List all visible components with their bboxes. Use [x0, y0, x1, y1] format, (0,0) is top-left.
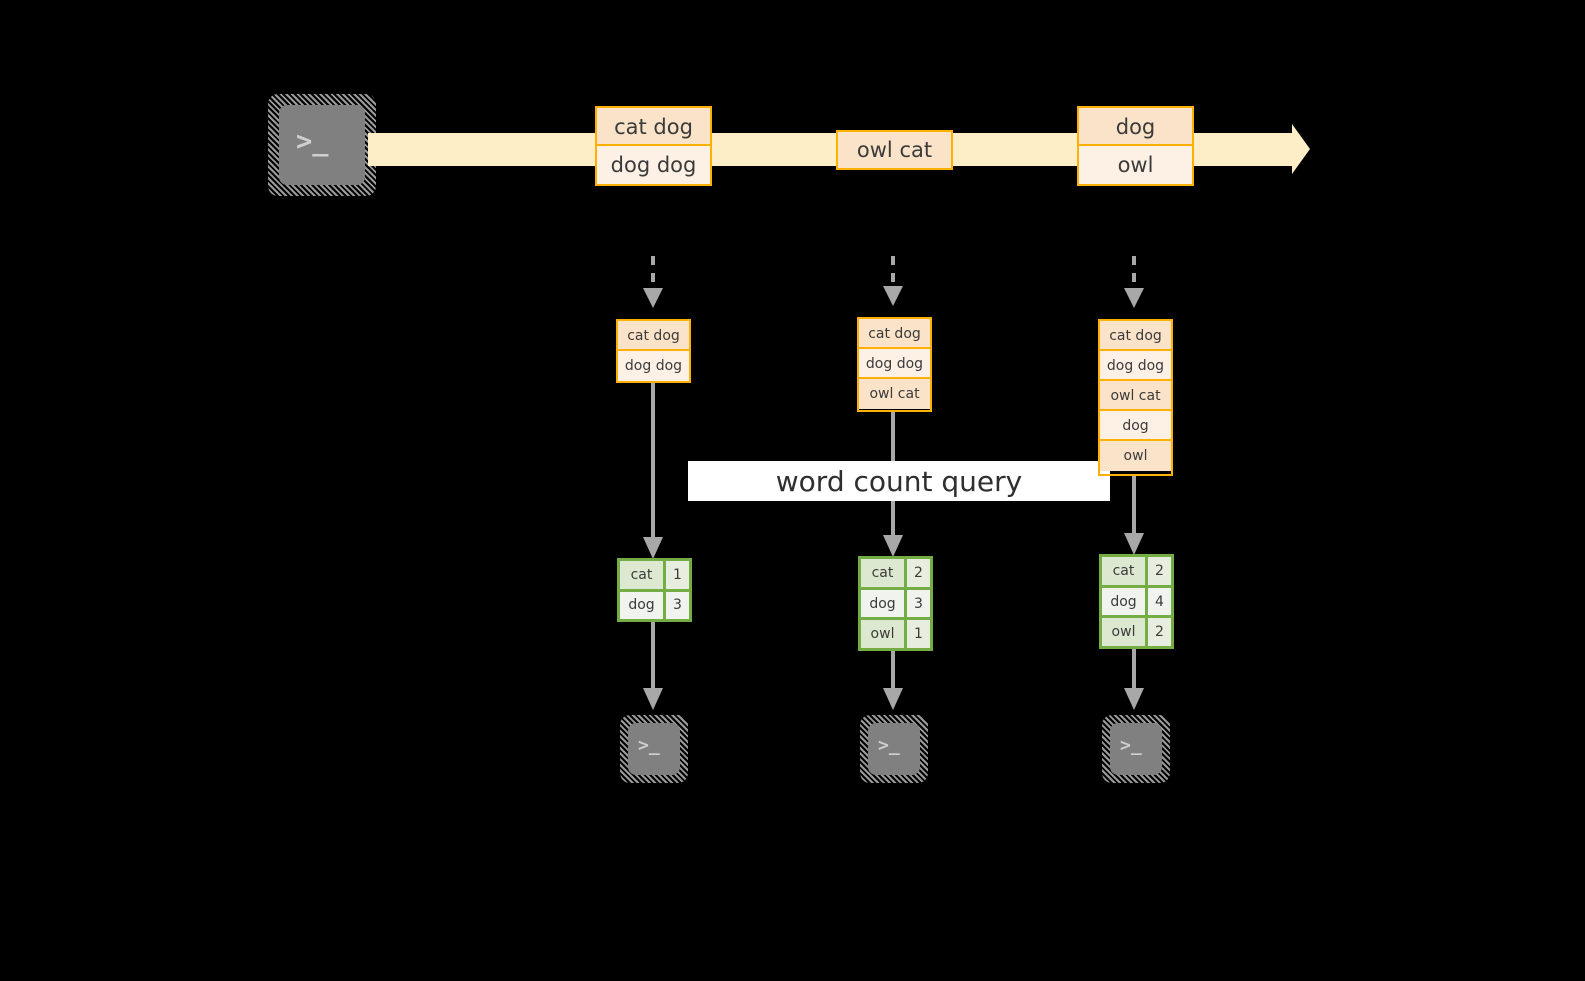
result-word-cell: cat	[620, 561, 666, 589]
result-word-cell: owl	[861, 620, 907, 649]
result-row: cat 2	[1102, 557, 1171, 588]
consumer-terminal-icon-3: >_	[1102, 715, 1170, 783]
result-row: dog 3	[620, 591, 689, 619]
result-to-consumer-line-2	[891, 651, 895, 690]
terminal-prompt-glyph: >_	[296, 126, 329, 157]
result-count-cell: 3	[907, 589, 930, 618]
query-label-banner: word count query	[688, 461, 1110, 501]
result-word-cell: owl	[1102, 618, 1148, 647]
snapshot-row: dog dog	[1100, 351, 1171, 381]
stream-to-snapshot-arrowhead-2	[883, 286, 903, 306]
query-label-text: word count query	[775, 464, 1023, 498]
stream-record-line: dog dog	[597, 146, 710, 184]
result-to-consumer-line-1	[651, 622, 655, 690]
result-count-cell: 2	[1148, 557, 1171, 585]
result-count-cell: 3	[666, 591, 689, 619]
snapshot-to-result-arrowhead-2	[883, 535, 903, 557]
snapshot-row: cat dog	[1100, 321, 1171, 351]
snapshot-stack-3: cat dog dog dog owl cat dog owl	[1098, 319, 1173, 476]
terminal-prompt-glyph: >_	[878, 735, 900, 756]
result-count-cell: 4	[1148, 587, 1171, 616]
snapshot-row: dog dog	[859, 349, 930, 379]
result-count-cell: 2	[1148, 618, 1171, 647]
stream-to-snapshot-arrowhead-1	[643, 288, 663, 308]
terminal-prompt-glyph: >_	[1120, 735, 1142, 756]
result-to-consumer-arrowhead-2	[883, 688, 903, 710]
stream-record-line: dog	[1079, 108, 1192, 146]
result-word-cell: cat	[1102, 557, 1148, 585]
snapshot-row: owl cat	[859, 379, 930, 409]
terminal-prompt-glyph: >_	[638, 735, 660, 756]
result-word-cell: dog	[861, 589, 907, 618]
result-count-cell: 1	[907, 620, 930, 649]
stream-to-snapshot-arrowhead-3	[1124, 288, 1144, 308]
result-count-cell: 2	[907, 559, 930, 587]
snapshot-to-result-line-3	[1132, 474, 1136, 537]
snapshot-row: cat dog	[859, 319, 930, 349]
terminal-face	[868, 723, 920, 775]
result-row: owl 2	[1102, 618, 1171, 647]
result-row: cat 1	[620, 561, 689, 592]
result-word-cell: cat	[861, 559, 907, 587]
stream-record-2: owl cat	[836, 130, 953, 170]
result-to-consumer-line-3	[1132, 649, 1136, 690]
snapshot-to-result-line-1	[651, 383, 655, 539]
consumer-terminal-icon-2: >_	[860, 715, 928, 783]
terminal-face	[1110, 723, 1162, 775]
snapshot-stack-1: cat dog dog dog	[616, 319, 691, 383]
producer-terminal-icon: >_	[268, 94, 376, 196]
result-row: dog 4	[1102, 587, 1171, 619]
terminal-face	[628, 723, 680, 775]
result-row: owl 1	[861, 620, 930, 649]
stream-record-line: owl cat	[838, 132, 951, 168]
snapshot-row: owl	[1100, 441, 1171, 471]
result-count-cell: 1	[666, 561, 689, 589]
event-stream-arrowhead	[1292, 124, 1310, 174]
snapshot-row: dog	[1100, 411, 1171, 441]
consumer-terminal-icon-1: >_	[620, 715, 688, 783]
snapshot-stack-2: cat dog dog dog owl cat	[857, 317, 932, 412]
stream-to-snapshot-dashed-line-2	[891, 256, 895, 288]
result-to-consumer-arrowhead-3	[1124, 688, 1144, 710]
result-row: cat 2	[861, 559, 930, 590]
snapshot-row: cat dog	[618, 321, 689, 351]
snapshot-row: owl cat	[1100, 381, 1171, 411]
result-to-consumer-arrowhead-1	[643, 688, 663, 710]
snapshot-row: dog dog	[618, 351, 689, 381]
stream-to-snapshot-dashed-line-1	[651, 256, 655, 290]
stream-to-snapshot-dashed-line-3	[1132, 256, 1136, 290]
result-word-cell: dog	[1102, 587, 1148, 616]
result-word-cell: dog	[620, 591, 666, 619]
result-table-1: cat 1 dog 3	[617, 558, 692, 622]
snapshot-to-result-arrowhead-3	[1124, 533, 1144, 555]
stream-record-1: cat dog dog dog	[595, 106, 712, 186]
snapshot-to-result-arrowhead-1	[643, 537, 663, 559]
result-table-3: cat 2 dog 4 owl 2	[1099, 554, 1174, 649]
terminal-face	[279, 105, 365, 185]
result-table-2: cat 2 dog 3 owl 1	[858, 556, 933, 651]
result-row: dog 3	[861, 589, 930, 621]
stream-record-3: dog owl	[1077, 106, 1194, 186]
stream-record-line: cat dog	[597, 108, 710, 146]
stream-record-line: owl	[1079, 146, 1192, 184]
